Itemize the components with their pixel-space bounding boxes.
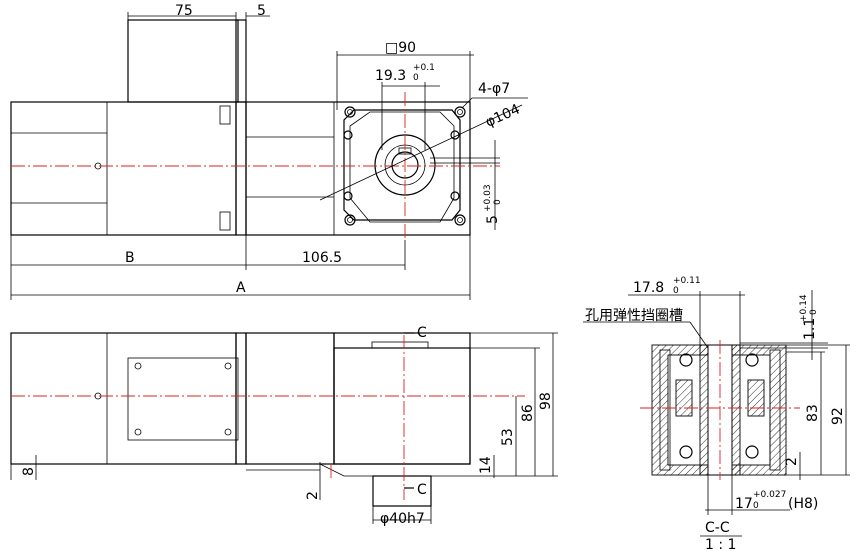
motor-flange xyxy=(235,101,247,236)
scale-label: 1 : 1 xyxy=(705,537,736,551)
dim-shaft: φ40h7 xyxy=(380,511,425,527)
top-view: 75 5 □90 19.3 +0.1 0 4-φ7 φ104 5 +0.03 0… xyxy=(10,3,528,300)
dim-pcd: φ104 xyxy=(483,101,522,130)
dim-86: 86 xyxy=(520,404,536,422)
dim-B: B xyxy=(125,250,135,266)
gearbox-face xyxy=(343,109,461,221)
terminal-box-front xyxy=(127,357,239,441)
dim-17-8: 17.8 xyxy=(633,280,664,296)
section-mark-bottom: C xyxy=(417,482,427,498)
dim-key-tol-upper: +0.03 xyxy=(483,184,493,212)
dim-2-front: 2 xyxy=(305,491,321,500)
note-groove: 孔用弹性挡圈槽 xyxy=(585,308,683,324)
section-mark-top: C xyxy=(417,325,427,341)
gearbox-neck xyxy=(245,332,335,465)
dim-square-90: □90 xyxy=(385,40,416,56)
dim-92: 92 xyxy=(830,407,846,425)
terminal-box xyxy=(127,19,239,103)
dim-19-3-tol-lower: 0 xyxy=(413,73,419,83)
section-label: C-C xyxy=(705,520,730,536)
dim-key-tol-lower: 0 xyxy=(493,199,503,205)
output-shaft xyxy=(372,475,432,507)
dim-bore: 17 xyxy=(735,496,753,512)
dim-83: 83 xyxy=(805,404,821,422)
dim-75: 75 xyxy=(175,3,193,19)
front-view: C C 98 86 53 14 8 2 φ40h7 xyxy=(10,325,558,527)
motor-body xyxy=(10,101,237,236)
gearbox-body xyxy=(245,101,471,236)
mounting-holes xyxy=(343,106,466,226)
dim-1-1: 1.1 xyxy=(802,318,818,340)
dim-19-3: 19.3 xyxy=(375,68,406,84)
dim-bore-tol-upper: +0.027 xyxy=(753,490,786,500)
dim-8: 8 xyxy=(21,467,37,476)
gearbox-housing xyxy=(333,332,471,465)
dim-key: 5 xyxy=(485,215,501,224)
motor-body-front xyxy=(10,332,237,465)
dim-bore-fit: (H8) xyxy=(788,496,818,512)
output-hub xyxy=(374,134,436,196)
dim-1-1-tol-upper: +0.14 xyxy=(799,294,809,322)
dim-17-8-tol-lower: 0 xyxy=(673,286,679,296)
dim-5: 5 xyxy=(257,3,266,19)
dim-A: A xyxy=(236,280,246,296)
output-bore xyxy=(391,151,419,179)
dim-19-3-tol-upper: +0.1 xyxy=(413,63,435,73)
dim-holes: 4-φ7 xyxy=(478,81,510,97)
dim-98: 98 xyxy=(538,392,554,410)
dim-bore-tol-lower: 0 xyxy=(753,501,759,511)
dim-106-5: 106.5 xyxy=(302,250,342,266)
dim-14: 14 xyxy=(478,456,494,474)
dim-2-section: 2 xyxy=(784,457,800,466)
dim-53: 53 xyxy=(500,428,516,446)
dim-1-1-tol-lower: 0 xyxy=(809,309,819,315)
section-view: 17.8 +0.11 0 孔用弹性挡圈槽 1.1 +0.14 0 92 83 2… xyxy=(583,276,850,551)
dim-17-8-tol-upper: +0.11 xyxy=(673,276,701,286)
